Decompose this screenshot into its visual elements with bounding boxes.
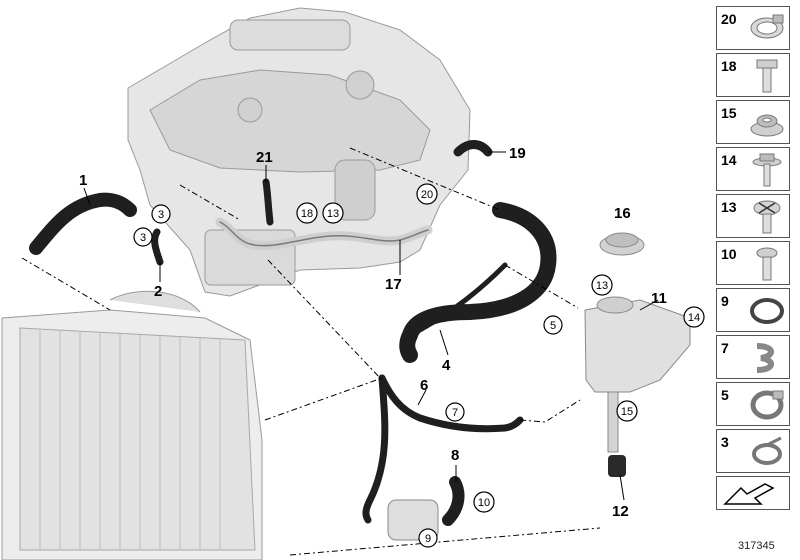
collar-screw-icon	[752, 153, 782, 187]
callout-17: 17	[385, 276, 402, 293]
filler-screw-icon	[753, 200, 781, 234]
callout-18: 18	[301, 208, 313, 220]
callout-3a: 3	[158, 209, 164, 221]
hose-6b	[362, 374, 389, 524]
parts-legend: 20 18 15 14 13	[716, 6, 794, 510]
callout-11: 11	[651, 290, 667, 307]
o-ring-icon	[750, 298, 784, 324]
legend-number: 7	[721, 340, 729, 356]
leader-lines	[83, 151, 659, 501]
callout-2: 2	[154, 283, 162, 300]
legend-item-15[interactable]: 15	[716, 100, 790, 144]
expansion-tank	[584, 296, 691, 477]
hoses	[29, 140, 557, 526]
legend-item-3[interactable]: 3	[716, 429, 790, 473]
callout-4: 4	[442, 357, 451, 374]
callout-16: 16	[614, 205, 631, 222]
legend-number: 9	[721, 293, 729, 309]
rubber-mount-icon	[750, 114, 784, 137]
spring-clip-icon	[756, 343, 774, 373]
hose-6	[378, 374, 524, 433]
callout-1: 1	[79, 172, 87, 189]
filler-cap	[599, 232, 645, 256]
arrow-icon	[723, 483, 775, 505]
callout-12: 12	[612, 503, 629, 520]
callout-15: 15	[621, 406, 633, 418]
reference-lines	[21, 147, 601, 556]
hose-clip-icon	[752, 436, 782, 465]
clamp-icon	[750, 390, 784, 420]
callout-13a: 13	[327, 208, 339, 220]
legend-item-13[interactable]: 13	[716, 194, 790, 238]
legend-number: 3	[721, 434, 729, 450]
hose-4	[399, 202, 557, 363]
callout-20: 20	[421, 189, 433, 201]
callout-10: 10	[478, 497, 490, 509]
callout-9: 9	[425, 533, 431, 545]
hose-1	[29, 192, 137, 255]
legend-number: 10	[721, 246, 737, 262]
navigation-arrow[interactable]	[716, 476, 790, 510]
callout-6: 6	[420, 377, 428, 394]
circled-callouts	[133, 183, 705, 548]
hose-17-outline	[219, 221, 429, 247]
callout-13b: 13	[596, 280, 608, 292]
hose-clamp-icon	[750, 14, 784, 39]
legend-number: 5	[721, 387, 729, 403]
hose-19	[453, 140, 493, 157]
legend-item-5[interactable]: 5	[716, 382, 790, 426]
callout-5: 5	[550, 320, 556, 332]
callout-3b: 3	[140, 232, 146, 244]
legend-item-18[interactable]: 18	[716, 53, 790, 97]
legend-item-20[interactable]: 20	[716, 6, 790, 50]
legend-number: 15	[721, 105, 737, 121]
legend-number: 20	[721, 11, 737, 27]
coolant-system-diagram: 1 2 4 6 8 11 12 16 17 19 21 3 3 18 13 20…	[1, 7, 705, 560]
legend-number: 18	[721, 58, 737, 74]
legend-item-7[interactable]: 7	[716, 335, 790, 379]
hose-8	[442, 476, 465, 526]
legend-item-10[interactable]: 10	[716, 241, 790, 285]
bolt-icon	[756, 59, 778, 93]
torx-screw-icon	[756, 247, 778, 281]
legend-item-9[interactable]: 9	[716, 288, 790, 332]
engine-block	[127, 7, 471, 297]
hose-5	[417, 262, 508, 333]
callout-8: 8	[451, 447, 459, 464]
callout-21: 21	[256, 149, 273, 166]
radiator	[1, 290, 263, 560]
legend-number: 13	[721, 199, 737, 215]
legend-number: 14	[721, 152, 737, 168]
callout-14: 14	[688, 312, 700, 324]
callout-19: 19	[509, 145, 526, 162]
hose-21	[262, 178, 274, 226]
reference-number: 317345	[738, 540, 775, 552]
callout-7: 7	[452, 407, 458, 419]
hose-2	[151, 228, 164, 266]
legend-item-14[interactable]: 14	[716, 147, 790, 191]
